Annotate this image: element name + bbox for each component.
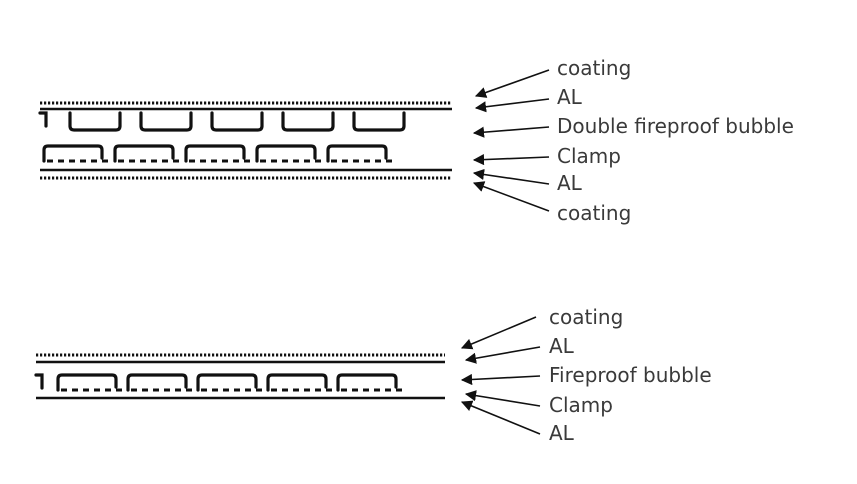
label-bottom-clamp: Clamp (549, 393, 613, 417)
diagram-bottom-layers (34, 353, 445, 400)
label-top-double-fireproof-bubble: Double fireproof bubble (557, 114, 794, 138)
arrow-bottom-clamp (464, 390, 541, 407)
label-bottom-fireproof-bubble: Fireproof bubble (549, 363, 712, 387)
label-bottom-al-upper: AL (549, 334, 574, 358)
arrow-top-al-lower (472, 168, 550, 185)
clamp-row-arches (34, 373, 398, 392)
arrow-top-al-upper (474, 98, 550, 113)
arrow-top-clamp (472, 154, 550, 166)
arrow-bottom-coating (460, 316, 537, 350)
bubble-row (38, 111, 406, 132)
label-top-al-upper: AL (557, 85, 582, 109)
label-bottom-coating: coating (549, 305, 624, 329)
label-top-clamp: Clamp (557, 144, 621, 168)
diagram-bottom-arrows (460, 316, 541, 435)
arrow-top-coating-upper (474, 69, 550, 98)
arrow-bottom-al-lower (460, 400, 541, 435)
diagram-top-arrows (472, 69, 550, 212)
clamp-row-arches (42, 144, 388, 163)
arrow-top-bubble (472, 126, 550, 138)
arrow-bottom-bubble (460, 373, 541, 386)
diagram-top-layers (38, 101, 452, 180)
label-top-coating-lower: coating (557, 201, 632, 225)
arrow-bottom-al-upper (464, 346, 541, 364)
label-bottom-al-lower: AL (549, 421, 574, 445)
label-top-coating-upper: coating (557, 56, 632, 80)
label-top-al-lower: AL (557, 171, 582, 195)
arrow-top-coating-lower (472, 181, 550, 212)
